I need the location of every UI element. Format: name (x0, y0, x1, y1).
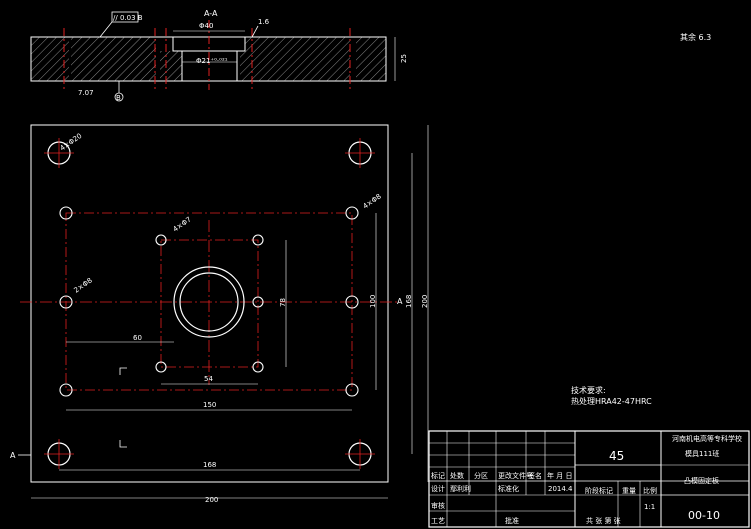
tech-req-line1: 热处理HRA42-47HRC (571, 396, 652, 406)
dim-60: 60 (133, 334, 142, 342)
section-mark-a: A (397, 297, 403, 306)
flatness: // 0.03 B (113, 14, 143, 22)
dim-168: 168 (203, 461, 216, 469)
h5: 签名 (528, 471, 542, 480)
dim-200: 200 (205, 496, 218, 504)
dim-78: 78 (279, 298, 287, 307)
roughness: 1.6 (258, 18, 270, 26)
mid-holes (59, 206, 359, 397)
row-ratio: 比例 (643, 486, 657, 495)
dim-200v: 200 (421, 295, 429, 308)
callout-side: 2×Φ8 (73, 276, 94, 294)
h6: 年 月 日 (547, 471, 572, 480)
drawing-no: 00-10 (688, 509, 720, 522)
scale: 1:1 (644, 503, 655, 511)
datum-b: B (116, 94, 121, 102)
row-check: 审核 (431, 501, 445, 510)
title-block: 45 河南机电高等专科学校 模具111班 凸模固定板 00-10 2014.4 … (428, 430, 750, 528)
h4: 更改文件号 (498, 471, 533, 480)
school: 河南机电高等专科学校 (672, 434, 742, 443)
h2: 处数 (450, 471, 464, 480)
section-mark-a2: A (10, 451, 16, 460)
pilot-holes (155, 234, 264, 373)
central-bore (173, 266, 245, 338)
row-sheets: 共 张 第 张 (586, 516, 621, 525)
row-design: 设计 (431, 484, 445, 493)
dim-168v: 168 (405, 295, 413, 308)
h3: 分区 (474, 471, 488, 480)
dim-inner: Φ21⁺⁰·⁰²¹ (196, 57, 228, 65)
row-std: 标准化 (498, 484, 519, 493)
row-stage: 阶段标记 (585, 486, 613, 495)
class: 模具111班 (685, 449, 719, 458)
callout-mid: 4×Φ8 (362, 192, 383, 210)
material: 45 (609, 449, 624, 463)
row-approve: 批准 (505, 516, 519, 525)
date: 2014.4 (548, 485, 573, 493)
h1: 标记 (431, 471, 445, 480)
callout-pilot: 4×Φ7 (172, 215, 193, 233)
large-hole (345, 138, 375, 168)
row-craft: 工艺 (431, 517, 445, 525)
section-label: A-A (204, 9, 218, 18)
part-name: 凸模固定板 (684, 476, 719, 485)
row-designer: 鄢利利 (450, 484, 471, 493)
dim-100: 100 (369, 295, 377, 308)
dim-54: 54 (204, 375, 213, 383)
section-view: A-A Φ40 Φ21⁺⁰·⁰²¹ // 0.03 B 1.6 25 B 7.0… (30, 9, 408, 102)
plan-view: 4×Φ20 4×Φ8 4×Φ7 2×Φ8 60 54 150 168 200 7… (10, 124, 429, 504)
roughness-note: 其余 6.3 (680, 32, 711, 42)
dim-150: 150 (203, 401, 216, 409)
ref-small: 7.07 (78, 89, 94, 97)
tech-req-title: 技术要求: (571, 385, 606, 395)
large-hole (44, 439, 74, 469)
height-dim: 25 (400, 54, 408, 63)
row-weight: 重量 (622, 487, 636, 495)
large-hole (44, 138, 74, 168)
large-hole (345, 439, 375, 469)
dim-top: Φ40 (199, 22, 213, 30)
